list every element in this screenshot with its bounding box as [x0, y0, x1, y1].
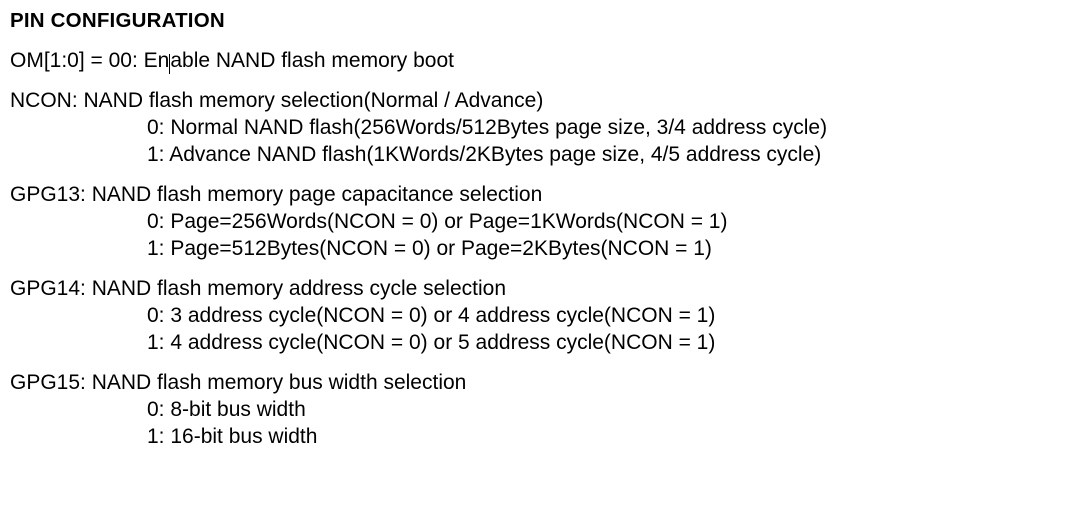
document-text-body[interactable]: PIN CONFIGURATION OM[1:0] = 00: Enable N…: [10, 7, 1070, 450]
paragraph-spacer: [10, 168, 1070, 181]
pin-option-line: 1: Page=512Bytes(NCON = 0) or Page=2KByt…: [147, 237, 712, 260]
pin-group-title: GPG14: NAND flash memory address cycle s…: [10, 277, 507, 300]
page-title: PIN CONFIGURATION: [10, 9, 225, 32]
pin-group-gpg13: GPG13: NAND flash memory page capacitanc…: [10, 181, 1070, 262]
paragraph-spacer: [10, 356, 1070, 369]
boot-mode-text-before-caret: OM[1:0] = 00: En: [10, 49, 170, 72]
paragraph-spacer: [10, 262, 1070, 275]
text-caret: [169, 54, 171, 74]
pin-option-line: 0: Normal NAND flash(256Words/512Bytes p…: [147, 116, 828, 139]
pin-option-line: 1: 4 address cycle(NCON = 0) or 5 addres…: [147, 331, 716, 354]
pin-group-title: NCON: NAND flash memory selection(Normal…: [10, 89, 544, 112]
boot-mode-text-after-caret: able NAND flash memory boot: [170, 49, 454, 72]
paragraph-spacer: [10, 34, 1070, 47]
pin-group-title: GPG13: NAND flash memory page capacitanc…: [10, 183, 543, 206]
pin-group-title: GPG15: NAND flash memory bus width selec…: [10, 371, 467, 394]
paragraph-spacer: [10, 74, 1070, 87]
pin-option-line: 1: 16-bit bus width: [147, 425, 318, 448]
pin-group-gpg15: GPG15: NAND flash memory bus width selec…: [10, 369, 1070, 450]
pin-group-gpg14: GPG14: NAND flash memory address cycle s…: [10, 275, 1070, 356]
pin-option-line: 1: Advance NAND flash(1KWords/2KBytes pa…: [147, 143, 822, 166]
pin-option-line: 0: 3 address cycle(NCON = 0) or 4 addres…: [147, 304, 716, 327]
pin-group-ncon: NCON: NAND flash memory selection(Normal…: [10, 87, 1070, 168]
pin-option-line: 0: 8-bit bus width: [147, 398, 306, 421]
pin-option-line: 0: Page=256Words(NCON = 0) or Page=1KWor…: [147, 210, 728, 233]
boot-mode-line[interactable]: OM[1:0] = 00: Enable NAND flash memory b…: [10, 47, 1070, 74]
